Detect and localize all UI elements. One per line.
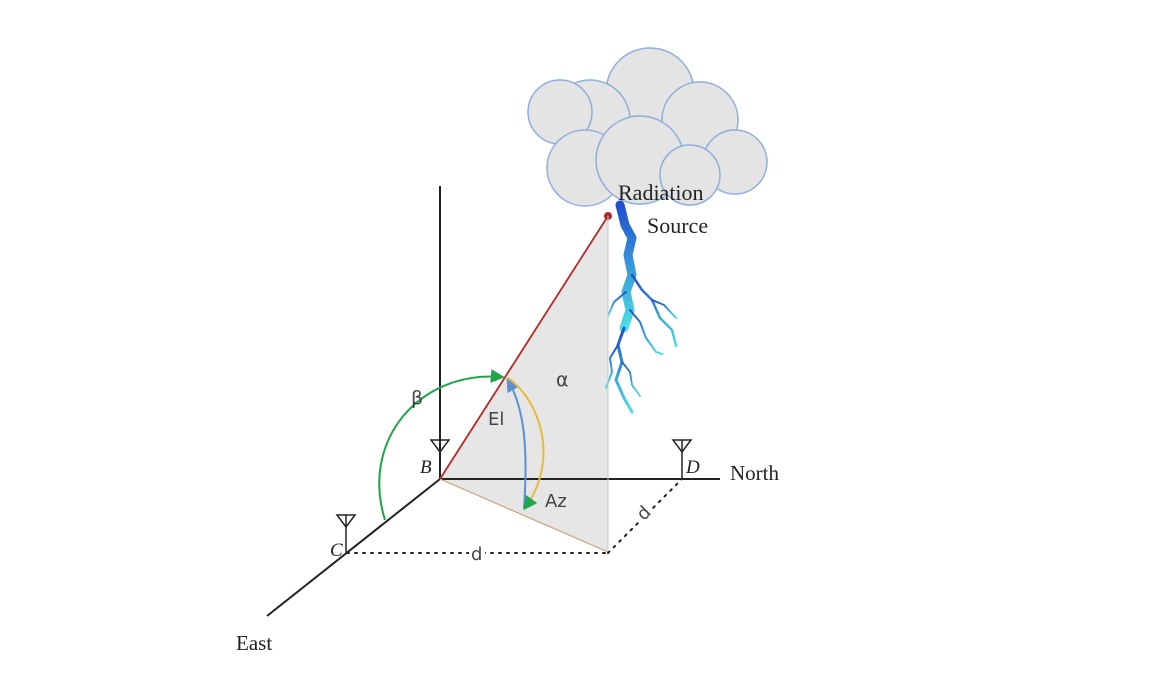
baseline-cd-label: d <box>471 544 482 565</box>
baseline-dn-label: d <box>633 502 656 525</box>
antenna-b-label: B <box>420 457 432 478</box>
antenna-d-label: D <box>685 457 700 478</box>
azimuth-arc <box>507 377 545 511</box>
antenna-c-label: C <box>330 540 343 561</box>
radiation-source-label-line2: Source <box>647 213 708 238</box>
east-label: East <box>236 631 272 655</box>
baseline-dn-label-bg <box>630 499 656 525</box>
cloud <box>527 47 768 207</box>
north-label: North <box>730 461 779 485</box>
baseline-d-dotted <box>607 478 683 554</box>
projection-triangle <box>440 215 608 552</box>
antenna-b-icon <box>429 439 451 454</box>
antenna-c-icon <box>335 514 357 553</box>
baseline-cd-label-bg <box>469 542 485 562</box>
azimuth-label: Az <box>545 491 567 512</box>
projection-ground-line <box>439 478 609 553</box>
elevation-arc <box>506 377 527 509</box>
antenna-d-icon <box>671 439 693 479</box>
lightning-bolt <box>605 200 678 414</box>
elevation-line <box>439 215 609 480</box>
east-axis <box>266 478 441 617</box>
radiation-source-label-line1: Radiation <box>618 180 704 205</box>
alpha-label: α <box>556 369 569 391</box>
beta-arc <box>378 369 505 521</box>
elevation-label: El <box>488 409 504 430</box>
beta-label: β <box>411 387 423 409</box>
